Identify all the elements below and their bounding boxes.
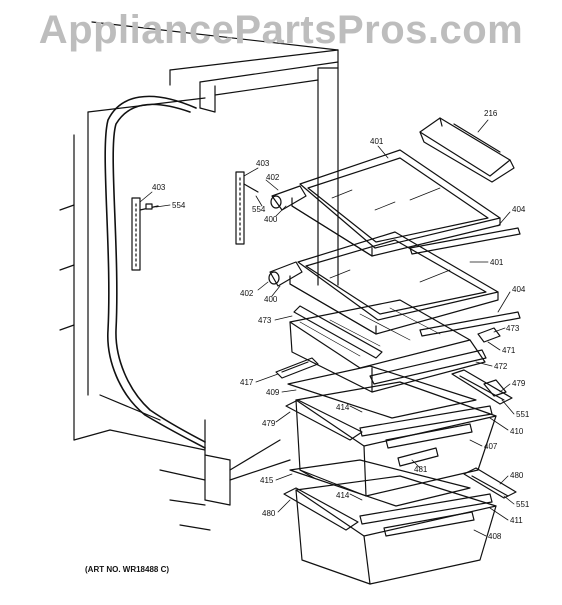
callout-415: 415 — [260, 476, 274, 485]
cabinet-outline — [59, 21, 339, 531]
callout-400-lower: 400 — [264, 295, 278, 304]
drawer-rail-left-upper — [275, 357, 319, 379]
callout-471: 471 — [502, 346, 516, 355]
callout-551-upper: 551 — [516, 410, 530, 419]
callout-479-left: 479 — [262, 419, 276, 428]
shelf-ladder-left — [131, 197, 159, 271]
callout-401-upper: 401 — [370, 137, 384, 146]
callout-403-left: 403 — [152, 183, 166, 192]
callout-403-right: 403 — [256, 159, 270, 168]
callout-404-middle: 404 — [512, 285, 526, 294]
callout-410: 410 — [510, 427, 524, 436]
shelf-bracket-upper — [270, 185, 307, 211]
dairy-bin — [419, 117, 515, 183]
drawer-rail-right-lower — [463, 467, 517, 499]
crisper-drawer-upper — [285, 379, 507, 497]
callout-480-right: 480 — [510, 471, 524, 480]
callout-414-upper: 414 — [336, 403, 350, 412]
callout-411: 411 — [510, 516, 523, 525]
art-number: (ART NO. WR18488 C) — [85, 565, 170, 574]
callout-480-left: 480 — [262, 509, 276, 518]
callout-404-upper: 404 — [512, 205, 526, 214]
callout-414-lower: 414 — [336, 491, 350, 500]
callout-473-left: 473 — [258, 316, 272, 325]
callout-409: 409 — [266, 388, 280, 397]
leader-lines — [139, 119, 515, 537]
pan-cover-upper — [287, 365, 477, 419]
callout-473-right: 473 — [506, 324, 520, 333]
callout-481: 481 — [414, 465, 428, 474]
door-gasket — [104, 95, 206, 449]
drawer-rail-right-upper — [451, 369, 513, 405]
callout-554-right: 554 — [252, 205, 266, 214]
shelf-middle — [289, 231, 521, 337]
callout-551-lower: 551 — [516, 500, 530, 509]
crisper-cover-frame — [289, 299, 501, 393]
shelf-ladder-right — [235, 171, 259, 245]
pan-cover-lower — [289, 459, 471, 507]
callout-labels: 216 401 403 554 403 402 554 400 404 401 … — [152, 109, 530, 541]
shelf-bracket-lower — [268, 261, 303, 287]
callout-216: 216 — [484, 109, 498, 118]
callout-479-right: 479 — [512, 379, 526, 388]
callout-400-upper: 400 — [264, 215, 278, 224]
callout-472: 472 — [494, 362, 508, 371]
crisper-drawer-lower — [283, 475, 497, 585]
callout-402-upper: 402 — [266, 173, 280, 182]
callout-402-lower: 402 — [240, 289, 254, 298]
callout-408: 408 — [488, 532, 502, 541]
callout-554-left: 554 — [172, 201, 186, 210]
callout-417: 417 — [240, 378, 254, 387]
callout-401-middle: 401 — [490, 258, 504, 267]
shelf-upper — [291, 149, 521, 257]
callout-407: 407 — [484, 442, 498, 451]
